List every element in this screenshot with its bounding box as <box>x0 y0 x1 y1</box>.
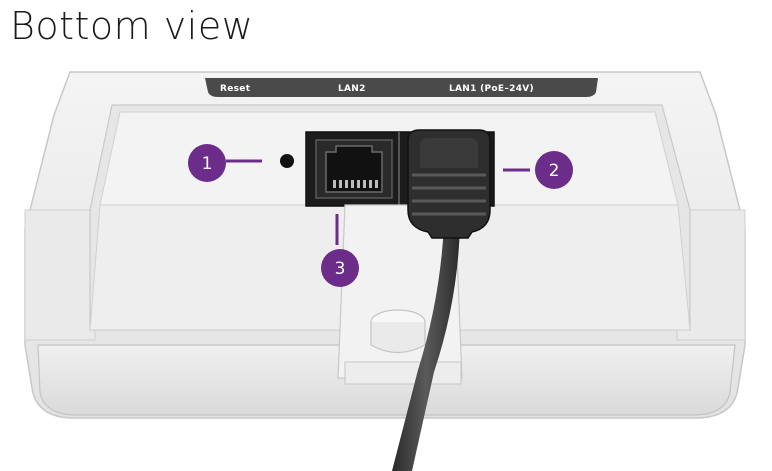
callout-2-number: 2 <box>549 161 560 181</box>
callout-1-number: 1 <box>202 154 213 174</box>
page-title: Bottom view <box>10 4 254 48</box>
lan2-port <box>315 139 393 199</box>
reset-button <box>280 154 294 168</box>
callout-2: 2 <box>503 151 573 189</box>
lan1-poe-port <box>392 129 491 471</box>
lan2-label: LAN2 <box>338 84 366 94</box>
callout-3: 3 <box>321 214 359 287</box>
callout-1: 1 <box>188 144 262 182</box>
lan1-poe-label: LAN1 (PoE–24V) <box>449 84 534 94</box>
port-label-strip: Reset LAN2 LAN1 (PoE–24V) <box>205 78 598 97</box>
reset-label: Reset <box>220 84 251 94</box>
callout-3-number: 3 <box>335 259 346 279</box>
